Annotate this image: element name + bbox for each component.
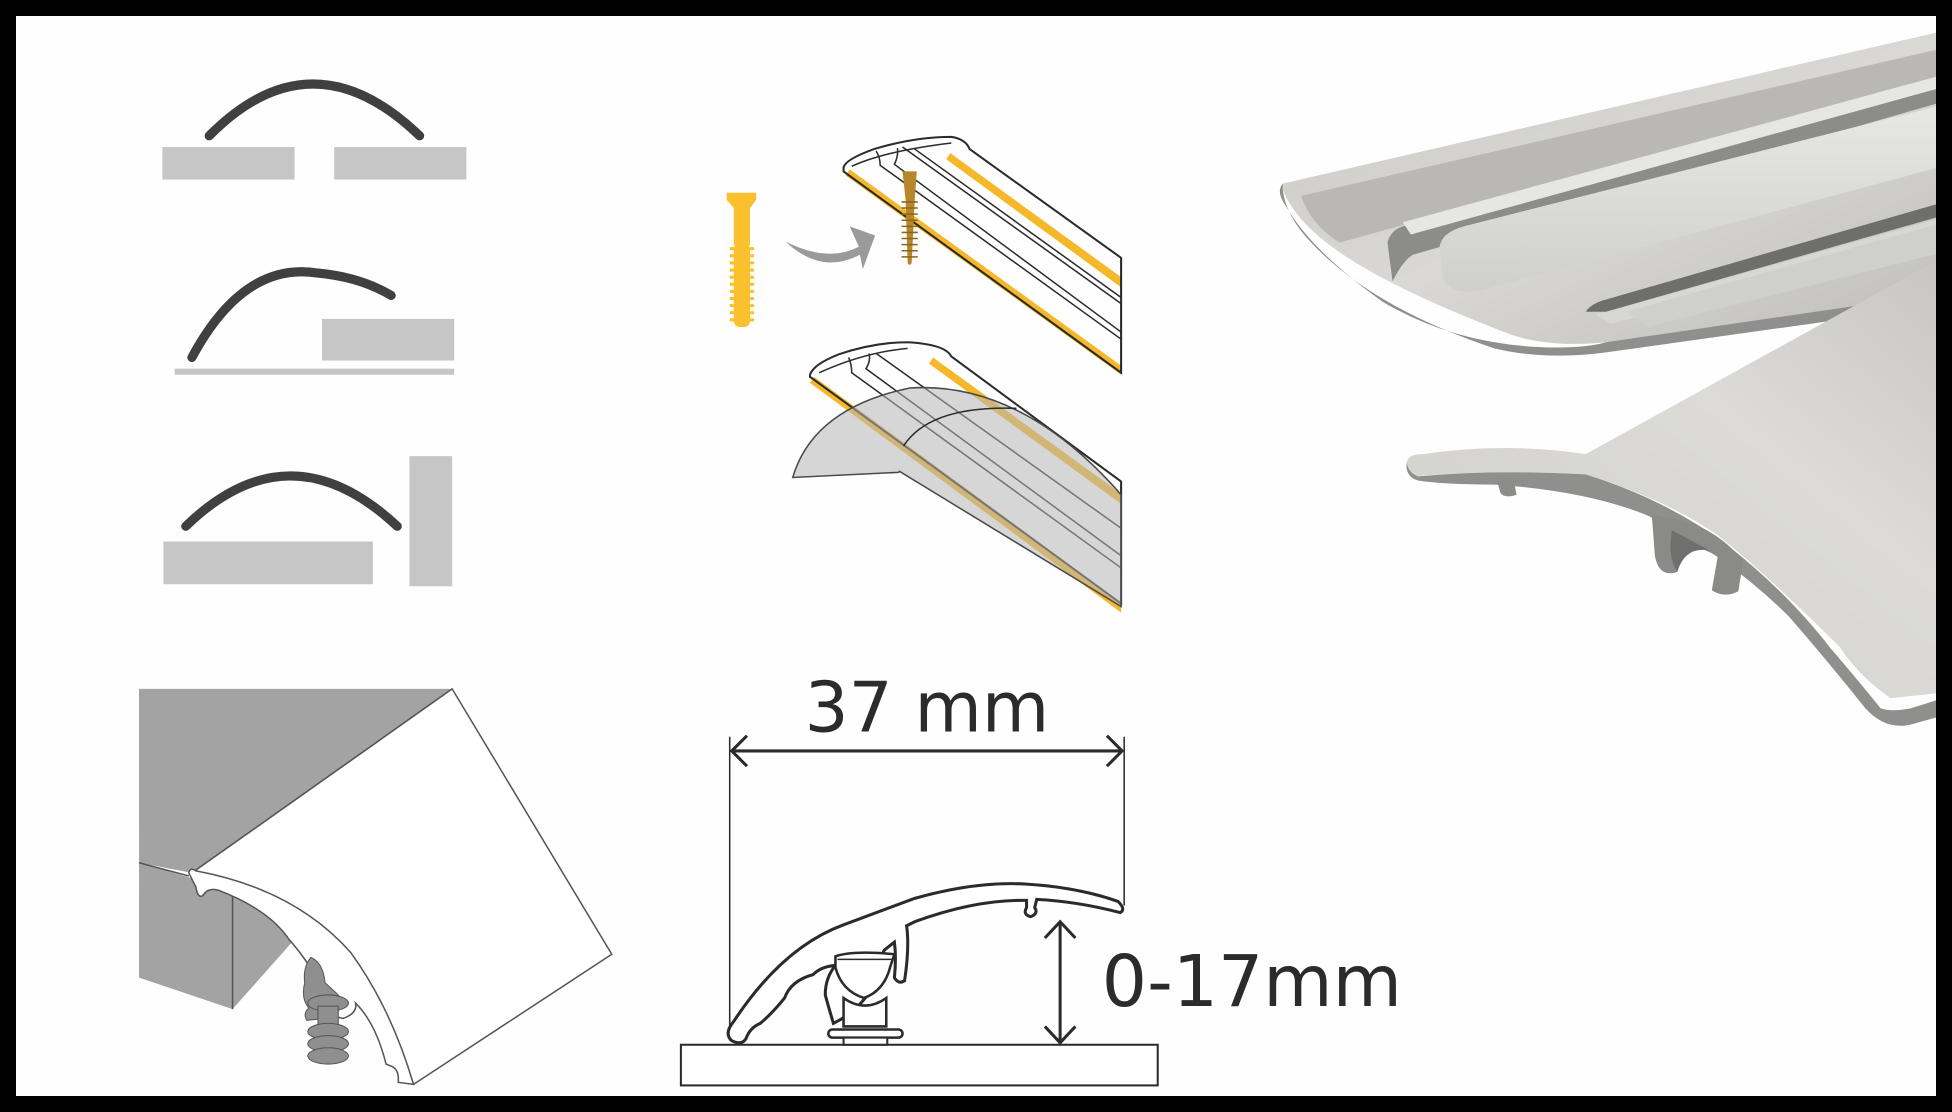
use-case-equal-height-icon xyxy=(162,79,467,180)
floor-board xyxy=(679,1043,1159,1087)
screw-icon xyxy=(726,192,757,327)
adhesive-mount-strip xyxy=(791,341,1123,613)
mounting-clip xyxy=(827,951,904,1046)
product-render-image xyxy=(1279,32,1936,726)
profile-dimension-drawing: 37 mm 0-17mm xyxy=(679,669,1402,1087)
diagram-svg: 37 mm 0-17mm xyxy=(138,32,1936,1087)
width-dimension-label: 37 mm xyxy=(805,669,1050,749)
width-dimension-arrow xyxy=(729,734,1125,768)
curved-arrow-icon xyxy=(785,226,876,270)
installed-profile-3d-illustration xyxy=(138,687,613,1086)
diagram-canvas: 37 mm 0-17mm xyxy=(16,16,1936,1096)
screw-mount-strip xyxy=(842,135,1123,375)
use-case-height-difference-icon xyxy=(174,267,455,375)
use-case-floor-to-wall-icon xyxy=(163,456,453,587)
height-dimension-label: 0-17mm xyxy=(1102,940,1402,1023)
height-dimension-arrow xyxy=(1043,919,1077,1045)
